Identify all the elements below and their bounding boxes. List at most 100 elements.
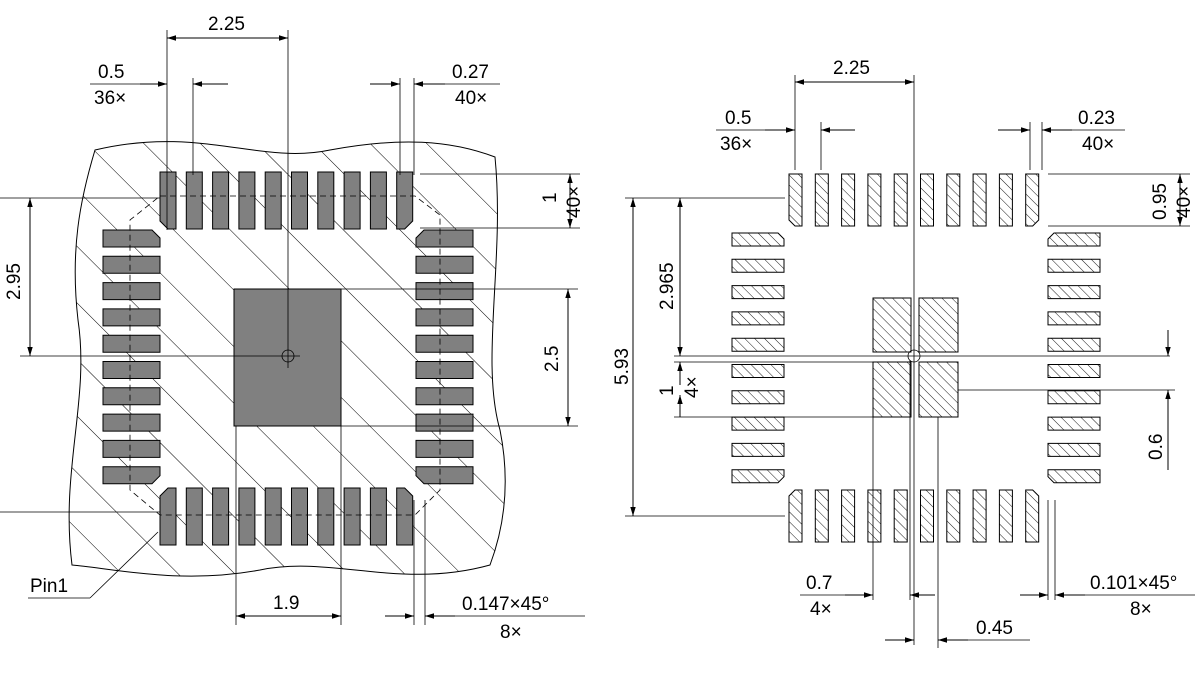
left-chamfer-value: 0.147×45°	[462, 594, 549, 615]
pad-right-9	[415, 439, 474, 458]
right-length-count: 40×	[1174, 186, 1195, 218]
pad-top-5	[264, 171, 282, 230]
pad-bottom-2	[185, 487, 203, 546]
right-offset-0-6: 0.6	[1146, 434, 1167, 460]
stencil-pad-left-5	[731, 337, 785, 352]
stencil-pad-right-1	[1047, 232, 1101, 247]
left-width-count: 40×	[455, 88, 487, 109]
pad-right-2	[415, 255, 474, 274]
left-width-value: 0.27	[452, 62, 489, 83]
pad-left-1	[102, 229, 161, 248]
stencil-pad-left-6	[731, 364, 785, 378]
stencil-pad-top-6	[920, 173, 934, 227]
left-dim-2-95: 2.95	[4, 263, 25, 300]
stencil-pad-top-8	[972, 173, 987, 227]
stencil-pad-right-6	[1047, 364, 1101, 378]
stencil-pad-right-5	[1047, 337, 1101, 352]
right-stencil-width-count: 4×	[810, 599, 832, 620]
right-stencil-view: 2.25 0.5 36× 0.23 40× 0.95 40× 5.93 2.96…	[612, 58, 1195, 648]
left-pitch-count: 36×	[94, 88, 126, 109]
stencil-pad-right-4	[1047, 311, 1101, 326]
left-land-pattern-view: 2.25 0.5 36× 0.27 40× 1 40× 2.95 2.5	[0, 14, 585, 643]
stencil-pad-left-7	[731, 390, 785, 405]
left-epad-height: 2.5	[542, 346, 563, 372]
stencil-pad-right-9	[1047, 442, 1101, 457]
pad-left-7	[102, 387, 161, 406]
pad-bottom-5	[264, 487, 282, 546]
stencil-pad-right-2	[1047, 258, 1101, 273]
stencil-pad-bottom-7	[946, 489, 961, 543]
pad-right-10	[415, 466, 474, 485]
pad-right-7	[415, 387, 474, 406]
stencil-pad-top-10	[1025, 173, 1040, 227]
pad-top-4	[238, 171, 256, 230]
pad-bottom-10	[396, 487, 414, 546]
left-length-value: 1	[540, 192, 561, 203]
left-epad-width: 1.9	[273, 593, 299, 614]
left-length-count: 40×	[564, 186, 585, 218]
stencil-pad-bottom-1	[788, 489, 803, 543]
pad-top-10	[396, 171, 414, 230]
pad-left-5	[102, 334, 161, 353]
stencil-pad-top-4	[867, 173, 882, 227]
left-chamfer-count: 8×	[500, 622, 522, 643]
pad-right-5	[415, 334, 474, 353]
stencil-pad-bottom-9	[998, 489, 1013, 543]
stencil-pad-top-7	[946, 173, 961, 227]
stencil-pad-top-2	[814, 173, 829, 227]
stencil-pad-bottom-10	[1025, 489, 1040, 543]
left-pitch-value: 0.5	[98, 62, 124, 83]
right-length-value: 0.95	[1150, 183, 1171, 220]
pad-top-9	[369, 171, 387, 230]
stencil-pad-right-7	[1047, 390, 1101, 405]
pad-right-4	[415, 308, 474, 327]
right-width-count: 40×	[1082, 134, 1114, 155]
right-gap-count: 4×	[682, 376, 703, 398]
stencil-pad-left-3	[731, 285, 785, 300]
pin1-label: Pin1	[30, 576, 68, 597]
right-pitch-count: 36×	[720, 134, 752, 155]
pad-bottom-4	[238, 487, 256, 546]
stencil-window-tl	[872, 297, 912, 353]
stencil-pad-left-4	[731, 311, 785, 326]
right-offset-0-45: 0.45	[976, 618, 1013, 639]
right-pitch-value: 0.5	[725, 108, 751, 129]
pad-left-9	[102, 439, 161, 458]
exposed-pad	[233, 288, 342, 427]
stencil-pad-left-8	[731, 416, 785, 431]
pad-top-7	[317, 171, 335, 230]
pad-bottom-1	[159, 487, 177, 546]
pad-top-1	[159, 171, 177, 230]
pad-right-3	[415, 282, 474, 301]
left-pads-group	[102, 171, 474, 546]
stencil-pad-left-9	[731, 442, 785, 457]
right-chamfer-count: 8×	[1130, 599, 1152, 620]
stencil-window-br	[918, 361, 959, 418]
pad-bottom-3	[212, 487, 230, 546]
pad-left-10	[102, 466, 161, 485]
pad-bottom-8	[343, 487, 361, 546]
right-chamfer-value: 0.101×45°	[1090, 573, 1177, 594]
right-dim-2-965: 2.965	[657, 262, 678, 310]
stencil-pad-bottom-6	[920, 489, 934, 543]
pad-left-6	[102, 361, 161, 379]
stencil-pad-left-1	[731, 232, 785, 247]
pad-right-6	[415, 361, 474, 379]
pad-top-6	[291, 171, 308, 230]
stencil-pad-bottom-5	[893, 489, 908, 543]
pad-left-3	[102, 282, 161, 301]
pad-left-2	[102, 255, 161, 274]
right-stencil-width: 0.7	[806, 573, 832, 594]
stencil-window-tr	[918, 297, 959, 353]
left-dim-2-25: 2.25	[208, 14, 245, 35]
right-dim-2-25: 2.25	[833, 58, 870, 79]
package-outline	[129, 195, 441, 516]
pad-top-2	[185, 171, 203, 230]
stencil-pad-bottom-4	[867, 489, 882, 543]
pad-right-8	[415, 413, 474, 432]
pad-bottom-6	[291, 487, 308, 546]
stencil-pad-left-10	[731, 469, 785, 484]
stencil-pad-bottom-3	[841, 489, 856, 543]
pad-left-8	[102, 413, 161, 432]
